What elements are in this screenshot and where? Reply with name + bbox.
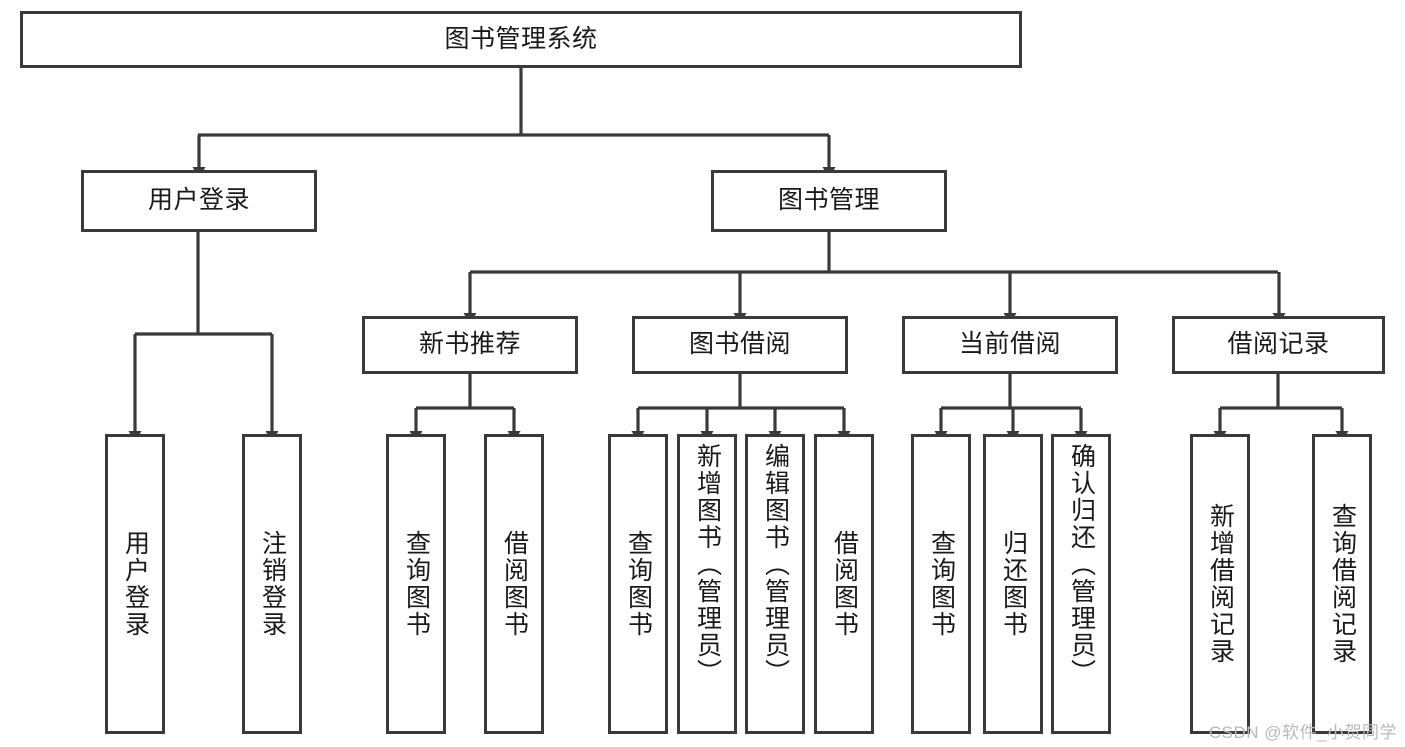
node-borrow-record[interactable]: 借阅记录 <box>1172 316 1385 374</box>
node-leaf-query-book-recommend-label: 查询图书 <box>402 530 431 638</box>
node-leaf-query-book-borrow-label: 查询图书 <box>624 530 653 638</box>
node-book-manage-label: 图书管理 <box>777 186 880 215</box>
node-leaf-borrow-book[interactable]: 借阅图书 <box>814 434 874 734</box>
node-leaf-add-book-label: 新增图书（管理员） <box>693 443 722 686</box>
node-leaf-confirm-return[interactable]: 确认归还（管理员） <box>1051 434 1111 734</box>
node-current-borrow-label: 当前借阅 <box>958 330 1061 359</box>
node-leaf-logout[interactable]: 注销登录 <box>242 434 302 734</box>
node-leaf-query-borrow-record-label: 查询借阅记录 <box>1328 503 1357 665</box>
node-leaf-add-book[interactable]: 新增图书（管理员） <box>677 434 737 734</box>
node-borrow-record-label: 借阅记录 <box>1227 330 1330 359</box>
node-leaf-query-book-current[interactable]: 查询图书 <box>911 434 971 734</box>
node-leaf-edit-book[interactable]: 编辑图书（管理员） <box>745 434 805 734</box>
node-leaf-return-book[interactable]: 归还图书 <box>983 434 1043 734</box>
node-root-label: 图书管理系统 <box>444 24 598 53</box>
node-leaf-return-book-label: 归还图书 <box>999 530 1028 638</box>
node-leaf-borrow-book-recommend-label: 借阅图书 <box>500 530 529 638</box>
node-user-login[interactable]: 用户登录 <box>81 170 317 232</box>
node-new-book-recommend[interactable]: 新书推荐 <box>362 316 578 374</box>
node-book-borrow-label: 图书借阅 <box>688 330 791 359</box>
node-book-manage[interactable]: 图书管理 <box>711 170 947 232</box>
node-leaf-add-borrow-record-label: 新增借阅记录 <box>1206 503 1235 665</box>
node-leaf-query-borrow-record[interactable]: 查询借阅记录 <box>1312 434 1372 734</box>
node-leaf-add-borrow-record[interactable]: 新增借阅记录 <box>1190 434 1250 734</box>
node-current-borrow[interactable]: 当前借阅 <box>902 316 1118 374</box>
node-leaf-user-login[interactable]: 用户登录 <box>105 434 165 734</box>
node-leaf-confirm-return-label: 确认归还（管理员） <box>1067 443 1096 686</box>
node-leaf-borrow-book-recommend[interactable]: 借阅图书 <box>484 434 544 734</box>
node-leaf-query-book-current-label: 查询图书 <box>927 530 956 638</box>
node-user-login-label: 用户登录 <box>147 186 250 215</box>
node-leaf-edit-book-label: 编辑图书（管理员） <box>761 443 790 686</box>
node-leaf-user-login-label: 用户登录 <box>121 530 150 638</box>
node-new-book-recommend-label: 新书推荐 <box>418 330 521 359</box>
node-leaf-query-book-recommend[interactable]: 查询图书 <box>386 434 446 734</box>
csdn-watermark: CSDN @软件_小贺同学 <box>1208 723 1397 742</box>
node-root[interactable]: 图书管理系统 <box>20 11 1022 68</box>
node-book-borrow[interactable]: 图书借阅 <box>632 316 848 374</box>
node-leaf-logout-label: 注销登录 <box>258 530 287 638</box>
node-leaf-borrow-book-label: 借阅图书 <box>830 530 859 638</box>
node-leaf-query-book-borrow[interactable]: 查询图书 <box>608 434 668 734</box>
